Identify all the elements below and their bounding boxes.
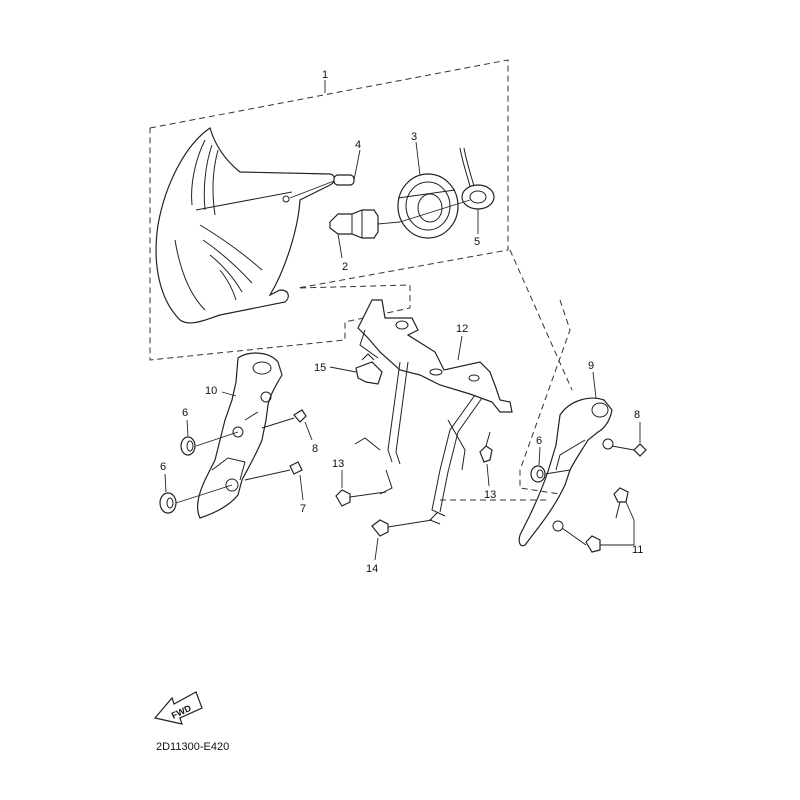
leader-11: [600, 501, 635, 546]
damper-lower-left: [159, 473, 233, 514]
damper-right: [530, 446, 571, 483]
part-number-6-right: 6: [536, 435, 542, 447]
part-number-6-upper-left: 6: [182, 407, 188, 419]
forward-direction-arrow: FWD: [153, 691, 203, 725]
part-number-8-right: 8: [634, 409, 640, 421]
part-number-2: 2: [342, 261, 348, 273]
bolt-left: [261, 409, 313, 441]
drawing-code: 2D11300-E420: [156, 741, 229, 753]
part-number-11: 11: [632, 544, 643, 556]
bolt-center-right: [479, 431, 493, 487]
bolt-center-left: [335, 470, 387, 507]
headlight-housing: [155, 127, 336, 324]
screw-left: [244, 461, 304, 501]
bolt-right: [611, 422, 647, 457]
part-number-4: 4: [355, 139, 361, 151]
screw-right-upper: [613, 487, 629, 519]
bulb: [329, 209, 401, 259]
assembly-line-right: [509, 249, 573, 391]
part-number-13-right: 13: [484, 489, 496, 501]
headlight-assembly-boundary: [149, 59, 509, 361]
damper-upper-left: [180, 419, 239, 456]
headlight-stay: [354, 299, 513, 525]
auxiliary-bulb: [289, 149, 361, 199]
part-number-5: 5: [474, 236, 480, 248]
part-number-8-left: 8: [312, 443, 318, 455]
part-number-1: 1: [322, 69, 328, 81]
bulb-socket: [397, 141, 459, 239]
wire-clamp: [329, 353, 383, 385]
bolt-lower: [371, 519, 433, 561]
left-side-bracket: [196, 352, 283, 519]
part-number-10: 10: [205, 385, 217, 397]
assembly-line-center: [519, 299, 571, 495]
right-side-bracket: [518, 371, 614, 547]
part-number-13-left: 13: [332, 458, 344, 470]
part-number-3: 3: [411, 131, 417, 143]
part-number-7: 7: [300, 503, 306, 515]
screw-right-lower: [561, 527, 601, 553]
part-number-9: 9: [588, 360, 594, 372]
socket-cover: [399, 147, 495, 234]
part-number-14: 14: [366, 563, 378, 575]
part-number-6-lower-left: 6: [160, 461, 166, 473]
part-number-12: 12: [456, 323, 468, 335]
part-number-15: 15: [314, 362, 326, 374]
